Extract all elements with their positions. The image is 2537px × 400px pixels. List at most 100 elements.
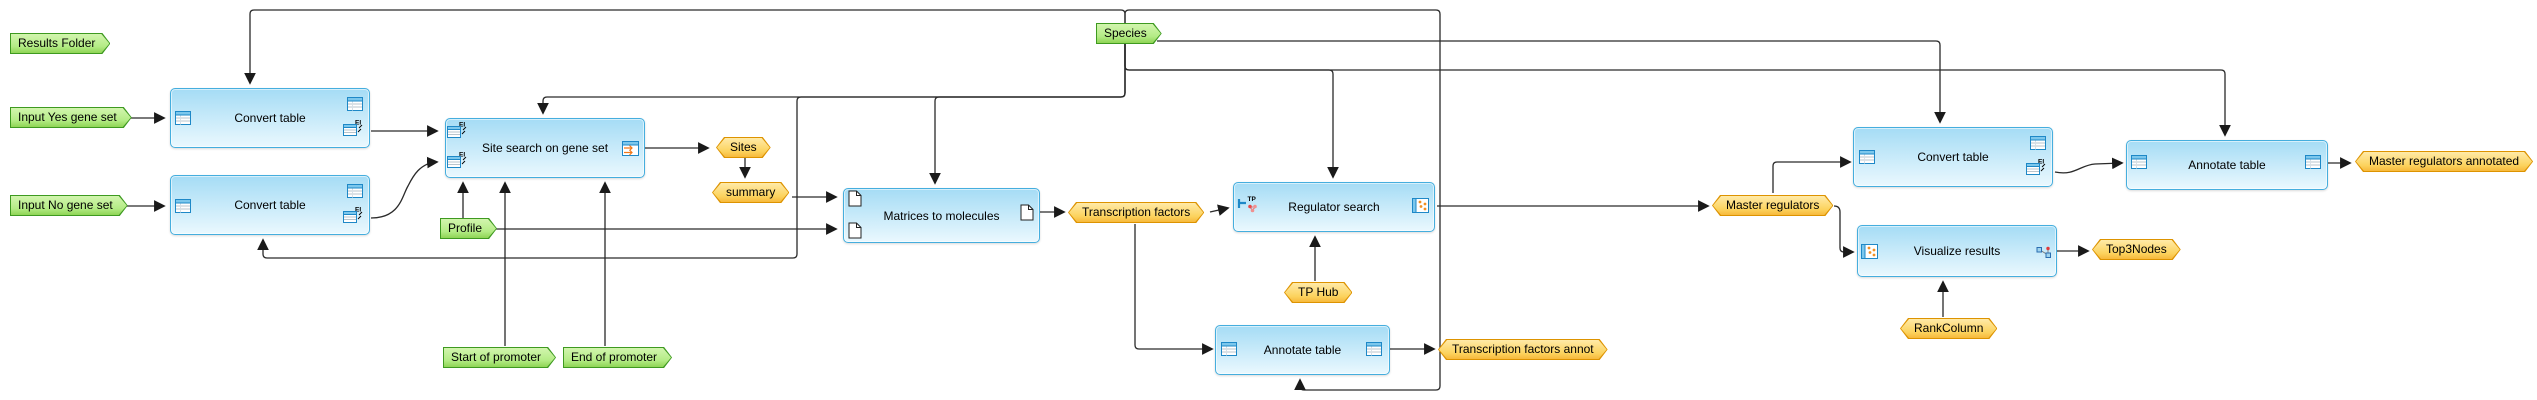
node-label: Convert table bbox=[234, 198, 306, 212]
tag-shape: Species bbox=[1096, 23, 1162, 44]
tag-shape: Master regulators bbox=[1712, 195, 1833, 216]
edge-species-to-regulator-search bbox=[1124, 42, 1339, 179]
edge-species-to-convert-table-right bbox=[1157, 40, 1946, 124]
table-icon[interactable] bbox=[347, 184, 363, 198]
yellow-label-transcription-factors[interactable]: Transcription factors bbox=[1068, 202, 1204, 223]
tag-text: Input Yes gene set bbox=[11, 108, 131, 127]
green-label-input-no-gene-set[interactable]: Input No gene set bbox=[10, 195, 128, 216]
edge-master-regulators-to-visualize-results bbox=[1833, 205, 1855, 258]
tag-shape: Input No gene set bbox=[10, 195, 128, 216]
yellow-label-tp-hub[interactable]: TP Hub bbox=[1284, 282, 1352, 303]
tag-text: summary bbox=[713, 183, 788, 202]
tag-shape: End of promoter bbox=[563, 347, 672, 368]
yellow-label-master-regulators-annotated[interactable]: Master regulators annotated bbox=[2355, 151, 2533, 172]
document-icon[interactable] bbox=[848, 190, 862, 207]
table-dots-icon[interactable] bbox=[1861, 244, 1878, 259]
edge-master-regulators-to-convert-table-right bbox=[1772, 156, 1852, 193]
node-label: Site search on gene set bbox=[481, 141, 609, 155]
edge-species-to-convert-table-2 bbox=[257, 42, 1126, 259]
yellow-label-master-regulators[interactable]: Master regulators bbox=[1712, 195, 1833, 216]
node-regulator-search[interactable]: Regulator search bbox=[1233, 182, 1435, 232]
green-label-profile[interactable]: Profile bbox=[440, 218, 497, 239]
tag-text: Transcription factors annot bbox=[1439, 340, 1607, 359]
edge-species-to-annotate-table-bottom bbox=[1124, 9, 1441, 391]
node-label: Convert table bbox=[1917, 150, 1989, 164]
tag-text: Transcription factors bbox=[1069, 203, 1203, 222]
yellow-label-top3nodes[interactable]: Top3Nodes bbox=[2092, 239, 2181, 260]
tag-shape: Profile bbox=[440, 218, 497, 239]
tag-shape: Transcription factors annot bbox=[1438, 339, 1608, 360]
table-icon[interactable] bbox=[175, 111, 191, 125]
green-label-start-of-promoter[interactable]: Start of promoter bbox=[443, 347, 556, 368]
green-label-results-folder[interactable]: Results Folder bbox=[10, 33, 110, 54]
node-label: Visualize results bbox=[1913, 244, 2001, 258]
edge-transcription-factors-to-regulator-search bbox=[1209, 204, 1230, 216]
node-convert-table-2[interactable]: Convert table bbox=[170, 175, 370, 235]
tag-text: Sites bbox=[717, 138, 770, 157]
green-label-species[interactable]: Species bbox=[1096, 23, 1162, 44]
svg-text:EI: EI bbox=[459, 152, 465, 159]
graph-icon[interactable] bbox=[2036, 245, 2053, 259]
edge-species-to-site-search-on-gene-set bbox=[537, 42, 1126, 115]
table-icon[interactable] bbox=[175, 199, 191, 213]
edge-species-to-matrices-to-molecules bbox=[929, 42, 1126, 185]
table-ei-icon[interactable]: EI bbox=[447, 120, 471, 139]
tag-text: RankColumn bbox=[1901, 319, 1996, 338]
table-icon[interactable] bbox=[2030, 136, 2046, 150]
yellow-label-transcription-factors-annot[interactable]: Transcription factors annot bbox=[1438, 339, 1608, 360]
edge-convert-table-right-to-annotate-table-right bbox=[2054, 157, 2124, 174]
node-label: Regulator search bbox=[1288, 200, 1380, 214]
node-visualize-results[interactable]: Visualize results bbox=[1857, 225, 2057, 277]
tag-shape: Input Yes gene set bbox=[10, 107, 132, 128]
tag-shape: RankColumn bbox=[1900, 318, 1997, 339]
table-icon[interactable] bbox=[1221, 342, 1237, 356]
yellow-label-sites[interactable]: Sites bbox=[716, 137, 771, 158]
node-annotate-table-bottom[interactable]: Annotate table bbox=[1215, 325, 1390, 375]
svg-text:EI: EI bbox=[355, 120, 361, 127]
tag-shape: Transcription factors bbox=[1068, 202, 1204, 223]
node-matrices-to-molecules[interactable]: Matrices to molecules bbox=[843, 188, 1040, 243]
table-dots-icon[interactable] bbox=[1412, 198, 1429, 213]
table-ei-icon[interactable]: EI bbox=[2026, 157, 2050, 176]
tag-shape: Master regulators annotated bbox=[2355, 151, 2533, 172]
table-icon[interactable] bbox=[2305, 155, 2321, 169]
node-label: Annotate table bbox=[2188, 158, 2266, 172]
svg-text:EI: EI bbox=[355, 207, 361, 214]
green-label-end-of-promoter[interactable]: End of promoter bbox=[563, 347, 672, 368]
edge-transcription-factors-to-annotate-table-bottom bbox=[1134, 224, 1214, 355]
node-convert-table-1[interactable]: Convert table bbox=[170, 88, 370, 148]
tag-text: Master regulators bbox=[1713, 196, 1832, 215]
green-label-input-yes-gene-set[interactable]: Input Yes gene set bbox=[10, 107, 132, 128]
tag-text: Master regulators annotated bbox=[2356, 152, 2532, 171]
tag-shape: summary bbox=[712, 182, 789, 203]
table-ei-icon[interactable]: EI bbox=[343, 118, 367, 137]
tag-text: Start of promoter bbox=[444, 348, 555, 367]
tag-text: End of promoter bbox=[564, 348, 671, 367]
table-icon[interactable] bbox=[1859, 150, 1875, 164]
table-ei-icon[interactable]: EI bbox=[447, 150, 471, 169]
node-label: Annotate table bbox=[1263, 343, 1342, 357]
svg-text:EI: EI bbox=[2038, 159, 2044, 166]
yellow-label-rankcolumn[interactable]: RankColumn bbox=[1900, 318, 1997, 339]
edge-convert-table-2-to-site-search-on-gene-set bbox=[370, 156, 439, 219]
tag-text: Top3Nodes bbox=[2093, 240, 2180, 259]
node-label: Convert table bbox=[234, 111, 306, 125]
node-label: Matrices to molecules bbox=[883, 208, 1000, 223]
tag-shape: Sites bbox=[716, 137, 771, 158]
tag-shape: TP Hub bbox=[1284, 282, 1352, 303]
tp-input-icon[interactable]: TP bbox=[1237, 194, 1261, 214]
table-icon[interactable] bbox=[347, 97, 363, 111]
table-orange-icon[interactable] bbox=[622, 141, 639, 156]
table-ei-icon[interactable]: EI bbox=[343, 205, 367, 224]
node-annotate-table-right[interactable]: Annotate table bbox=[2126, 140, 2328, 190]
table-icon[interactable] bbox=[2131, 155, 2147, 169]
yellow-label-summary[interactable]: summary bbox=[712, 182, 789, 203]
tag-text: Results Folder bbox=[11, 34, 109, 53]
document-icon[interactable] bbox=[1020, 204, 1034, 221]
node-convert-table-right[interactable]: Convert table bbox=[1853, 127, 2053, 187]
document-icon[interactable] bbox=[848, 222, 862, 239]
table-icon[interactable] bbox=[1366, 342, 1382, 356]
node-site-search-on-gene-set[interactable]: Site search on gene set bbox=[445, 118, 645, 178]
tag-text: Profile bbox=[441, 219, 496, 238]
